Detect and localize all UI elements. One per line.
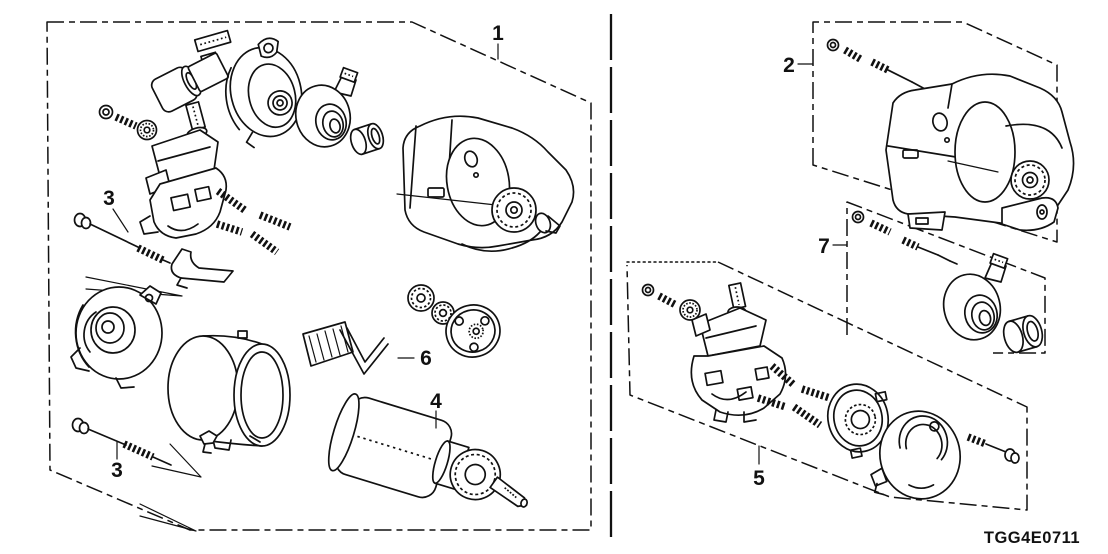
o-ring-2 bbox=[826, 38, 840, 52]
end-frame bbox=[70, 285, 163, 389]
o-ring-small bbox=[98, 104, 114, 120]
callout-3-upper[interactable]: 3 bbox=[103, 187, 115, 210]
callout-1[interactable]: 1 bbox=[492, 22, 504, 45]
starter-motor-assembly bbox=[885, 73, 1075, 232]
solenoid-coil bbox=[294, 66, 359, 148]
armature bbox=[327, 393, 528, 508]
coil-spring-small bbox=[114, 113, 138, 130]
brush-spring-clip bbox=[302, 321, 389, 375]
group-7-border bbox=[846, 201, 1046, 354]
group-7-hardware-set bbox=[851, 210, 1044, 354]
coil-spring-2 bbox=[843, 46, 864, 64]
end-cover-plate bbox=[870, 410, 962, 500]
assembly-5-brush-holder-kit bbox=[641, 282, 1020, 500]
yoke bbox=[167, 330, 291, 451]
bushing-7 bbox=[1002, 314, 1044, 354]
callout-7[interactable]: 7 bbox=[818, 235, 830, 258]
panel-5-border bbox=[626, 261, 1028, 511]
callout-3-lower[interactable]: 3 bbox=[111, 459, 123, 482]
gear-housing bbox=[396, 115, 575, 253]
coil-spring-7 bbox=[869, 219, 892, 236]
bushing bbox=[349, 122, 385, 156]
callout-6[interactable]: 6 bbox=[420, 347, 432, 370]
brush-holder bbox=[690, 282, 787, 423]
solenoid-plunger bbox=[150, 52, 230, 113]
o-ring-5 bbox=[641, 283, 655, 297]
callout-3-upper-leader bbox=[112, 208, 129, 233]
callout-4[interactable]: 4 bbox=[430, 390, 442, 413]
brush-springs-5 bbox=[756, 363, 832, 429]
bearing-retainer-plate bbox=[826, 383, 890, 459]
knurled-washer bbox=[136, 119, 158, 141]
knurled-washer-5 bbox=[679, 299, 701, 321]
direction-wedge bbox=[151, 443, 202, 478]
solenoid-coil-7 bbox=[942, 252, 1009, 341]
callout-5[interactable]: 5 bbox=[753, 467, 765, 490]
screw-5 bbox=[966, 433, 1020, 464]
through-bolt-upper bbox=[73, 212, 171, 264]
through-bolt-lower bbox=[71, 417, 172, 466]
assembly-2-complete-starter bbox=[826, 38, 1075, 232]
drive-lever bbox=[170, 248, 234, 289]
coil-spring-5 bbox=[657, 292, 678, 309]
magnetic-switch bbox=[139, 101, 228, 239]
callout-2[interactable]: 2 bbox=[783, 54, 795, 77]
front-cover bbox=[225, 37, 303, 149]
o-ring-7 bbox=[851, 210, 865, 224]
panel-1-border bbox=[46, 21, 592, 531]
assembly-1-exploded-view bbox=[70, 29, 575, 532]
figure-code: TGG4E0711 bbox=[984, 529, 1080, 547]
pinion-gear-set bbox=[407, 284, 455, 325]
grommet-clip bbox=[199, 430, 218, 454]
gear-holder-plate bbox=[445, 304, 501, 358]
mount-bolt-7 bbox=[901, 236, 958, 265]
brush-springs bbox=[215, 187, 292, 256]
direction-wedge bbox=[139, 503, 197, 532]
